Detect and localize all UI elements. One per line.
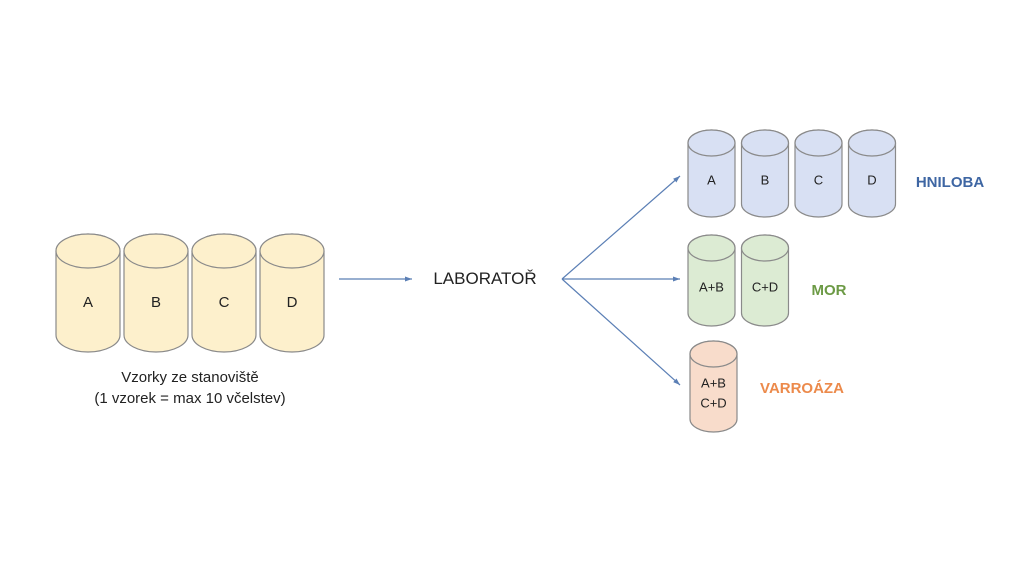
test-outputs-group: A B C D A+B C+D A+B C+D xyxy=(687,129,897,433)
cylinder-top xyxy=(191,233,257,269)
cylinder-label: D xyxy=(287,294,298,311)
cylinder-top xyxy=(740,129,790,157)
cylinder-top xyxy=(259,233,325,269)
source-cylinder-d: D xyxy=(259,233,325,353)
source-cylinder-b: B xyxy=(123,233,189,353)
varroaza-cylinder-1: A+B C+D xyxy=(689,340,738,433)
cylinder-top xyxy=(55,233,121,269)
cylinder-label: A+B xyxy=(701,376,726,391)
hniloba-cylinder-2: B xyxy=(740,129,790,218)
cylinder-top xyxy=(794,129,843,157)
source-cylinder-c: C xyxy=(191,233,257,353)
cylinder-label: B xyxy=(761,173,770,188)
cylinder-label: A+B xyxy=(699,280,724,295)
source-caption-line2: (1 vzorek = max 10 včelstev) xyxy=(94,390,285,407)
cylinder-label: C+D xyxy=(752,280,778,295)
cylinder-label: A xyxy=(83,294,93,311)
cylinder-label: C xyxy=(814,173,823,188)
source-samples-group: A B C D xyxy=(55,233,325,353)
cylinder-top xyxy=(740,234,790,262)
mor-cylinder-1: A+B xyxy=(687,234,736,327)
title-hniloba: HNILOBA xyxy=(916,174,984,191)
hniloba-cylinder-4: D xyxy=(847,129,897,218)
cylinder-label: D xyxy=(867,173,876,188)
cylinder-top xyxy=(687,129,736,157)
title-mor: MOR xyxy=(812,282,847,299)
source-cylinder-a: A xyxy=(55,233,121,353)
arrow-to-hniloba xyxy=(561,175,681,280)
lab-label: LABORATOŘ xyxy=(433,269,536,288)
cylinder-top xyxy=(123,233,189,269)
cylinder-label: C xyxy=(219,294,230,311)
cylinder-label: C+D xyxy=(700,396,726,411)
cylinder-top xyxy=(689,340,738,368)
arrow-to-varroaza xyxy=(561,278,681,386)
hniloba-cylinder-1: A xyxy=(687,129,736,218)
title-varroaza: VARROÁZA xyxy=(760,380,844,397)
source-caption-line1: Vzorky ze stanoviště xyxy=(121,369,259,386)
cylinder-top xyxy=(847,129,897,157)
cylinder-label: A xyxy=(707,173,716,188)
cylinder-top xyxy=(687,234,736,262)
cylinder-label: B xyxy=(151,294,161,311)
mor-cylinder-2: C+D xyxy=(740,234,790,327)
hniloba-cylinder-3: C xyxy=(794,129,843,218)
